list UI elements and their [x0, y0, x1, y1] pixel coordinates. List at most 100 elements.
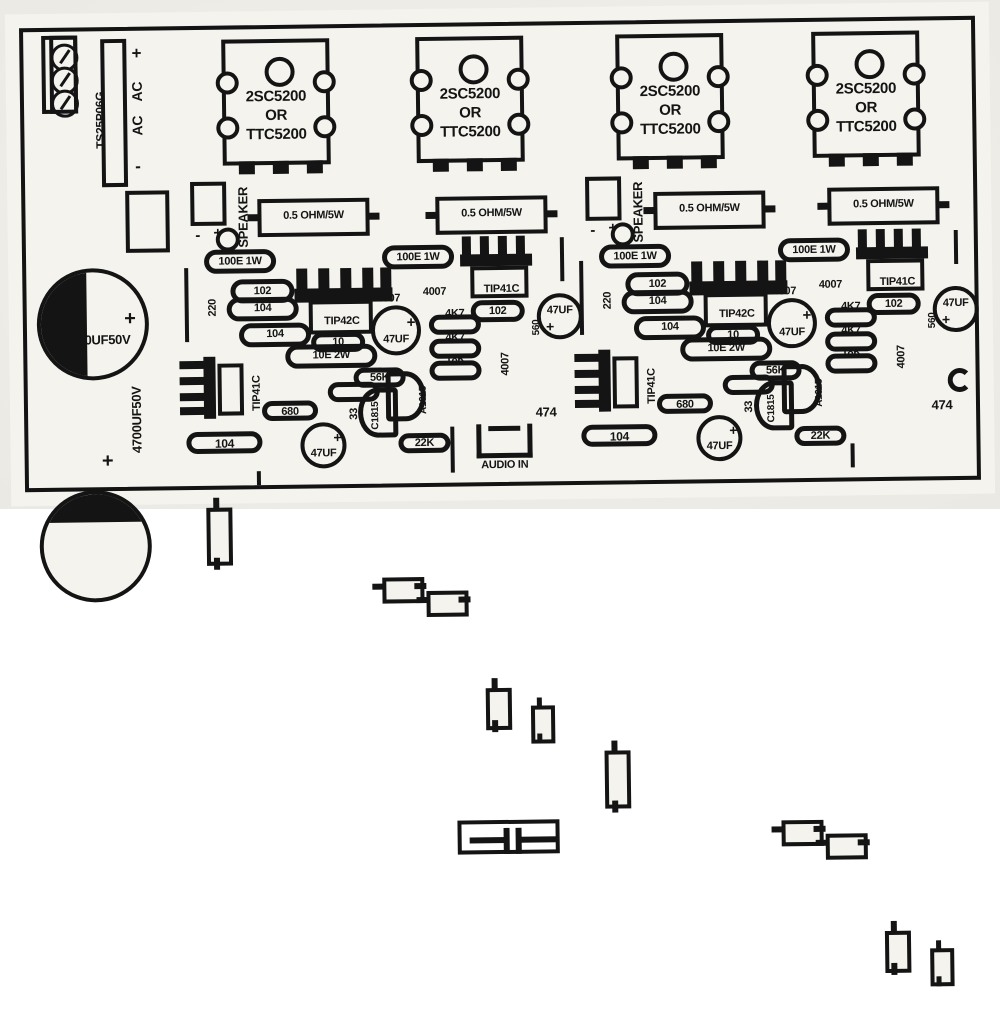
left-res-680-label: 680 — [281, 405, 299, 418]
emitter-resistor-1-lead-r — [367, 212, 380, 220]
left-power-resistor-label: 10E 2W — [312, 348, 351, 362]
left-cap-104-b-label: 104 — [266, 327, 284, 341]
right-cap-47uf-a-polarity: + — [802, 306, 812, 325]
emitter-resistor-2-label: 0.5 OHM/5W — [461, 206, 522, 220]
left-res-560-label: 560 — [530, 319, 543, 336]
terminal-outline-extra — [49, 35, 79, 114]
heatsink-right-lower — [574, 349, 612, 412]
output-transistor-3-line1: 2SC5200 — [639, 82, 701, 101]
left-diode-4007-b-label: 4007 — [422, 285, 447, 299]
left-cap-102-label: 102 — [253, 284, 272, 298]
silk-tick-bottom-left — [256, 471, 262, 486]
speaker-2-minus: - — [590, 221, 596, 239]
output-transistor-3-line3: TTC5200 — [640, 120, 701, 139]
heatsink-left-lower — [179, 356, 217, 419]
right-vertical-resistor — [601, 740, 632, 813]
emitter-resistor-1-lead-l — [247, 214, 260, 222]
speaker-1-pad — [190, 181, 227, 227]
right-power-resistor-label: 10E 2W — [707, 341, 745, 355]
left-cap-474-label: 474 — [535, 404, 557, 420]
left-cap-47uf-b-label: 47UF — [310, 447, 337, 460]
left-transistor-a1015-label: A1015 — [417, 385, 430, 415]
emitter-resistor-4-lead-l — [817, 202, 830, 210]
speaker-2-pad — [584, 176, 622, 221]
right-res-22k-label: 22K — [810, 429, 831, 442]
left-lower-driver-body — [217, 363, 245, 416]
bulk-capacitor-2-polarity: + — [101, 450, 114, 473]
right-res-560-label: 560 — [926, 312, 939, 329]
left-cap-47uf-a-polarity: + — [406, 314, 416, 332]
silk-tick-mid-right — [559, 237, 565, 282]
left-driver-pnp-label: TIP42C — [324, 314, 360, 328]
right-cap-104-a-label: 104 — [648, 294, 667, 308]
left-driver-npn-label: TIP41C — [483, 282, 520, 296]
right-diode-4007-b-label: 4007 — [818, 278, 843, 291]
rail-mark-plus: + — [131, 43, 142, 63]
emitter-resistor-2-lead-r — [545, 210, 558, 218]
right-driver-pnp-label: TIP42C — [718, 307, 755, 321]
output-transistor-2-line3: TTC5200 — [440, 122, 501, 141]
right-diode-4007-a-label: 4007 — [772, 285, 797, 298]
right-res-680-label: 680 — [676, 398, 694, 411]
bulk-capacitor-2 — [39, 489, 153, 604]
output-transistor-2-line1: 2SC5200 — [439, 84, 501, 103]
left-res-22k-label: 22K — [414, 436, 435, 450]
right-cap-47uf-b-polarity: + — [729, 421, 738, 439]
emitter-resistor-4-lead-r — [937, 201, 950, 209]
emitter-resistor-3-label: 0.5 OHM/5W — [679, 201, 740, 215]
left-res-18k-label: 18K — [445, 353, 466, 366]
left-diode-4007-a-label: 4007 — [376, 292, 401, 305]
output-transistor-1-line1: 2SC5200 — [245, 87, 307, 106]
left-cap-47uf-b-polarity: + — [333, 429, 342, 446]
rail-mark-ac-2: AC — [129, 115, 146, 136]
right-cap-104-c-label: 104 — [609, 429, 630, 444]
left-vertical-resistor — [203, 497, 234, 570]
output-transistor-2-line2: OR — [459, 104, 482, 122]
right-cap-102-label: 102 — [648, 277, 667, 291]
output-transistor-1-line2: OR — [265, 106, 288, 125]
right-cap-104-b-label: 104 — [661, 320, 679, 333]
right-res-560 — [929, 940, 955, 987]
output-transistor-4: 2SC5200 OR TTC5200 — [805, 30, 927, 167]
right-transistor-c1815-label: C1815 — [765, 394, 778, 423]
output-transistor-4-line1: 2SC5200 — [835, 79, 897, 98]
pcb-board: TS25P06G + AC AC - 4700UF50V + 4700UF50V… — [4, 1, 996, 987]
audio-in-label: AUDIO IN — [481, 458, 529, 472]
left-second-base-resistor-label: 100E 1W — [396, 250, 440, 264]
emitter-resistor-4-label: 0.5 OHM/5W — [853, 197, 914, 211]
right-res-18k-label: 18K — [841, 346, 862, 359]
left-cap-47uf-c-polarity: + — [545, 318, 554, 335]
output-transistor-1-line3: TTC5200 — [246, 125, 307, 144]
emitter-resistor-3-lead-l — [643, 206, 656, 215]
right-lower-driver-body — [612, 356, 640, 409]
right-bias-4k7-b-label: 4K7 — [841, 324, 861, 337]
left-transistor-c1815-label: C1815 — [369, 401, 382, 430]
audio-in-key — [488, 425, 521, 432]
right-diode-4007-c — [883, 920, 912, 975]
ac-rail-pad-strip — [100, 38, 129, 188]
left-cap-474 — [457, 819, 560, 855]
left-diode-4007-c-label: 4007 — [499, 352, 512, 376]
emitter-resistor-3-lead-r — [763, 205, 776, 213]
output-transistor-1: 2SC5200 OR TTC5200 — [215, 38, 337, 175]
right-diode-4007-c-label: 4007 — [895, 345, 908, 369]
left-vertical-resistor-label: 220 — [206, 298, 219, 317]
bulk-capacitor-1-label: 4700UF50V — [63, 331, 131, 348]
speaker-1-minus: - — [195, 226, 201, 244]
right-cap-47uf-b-label: 47UF — [706, 439, 733, 453]
emitter-resistor-1-label: 0.5 OHM/5W — [283, 209, 344, 222]
right-second-base-resistor-label: 100E 1W — [792, 243, 836, 257]
silk-tick-bottom-center — [450, 426, 455, 473]
left-base-resistor-label: 100E 1W — [218, 255, 262, 268]
output-transistor-4-line3: TTC5200 — [836, 117, 897, 136]
right-cap-47uf-c-polarity: + — [941, 311, 950, 328]
right-driver-npn-label: TIP41C — [879, 275, 916, 289]
mount-hole-icon — [264, 56, 295, 88]
right-diode-4007-b — [815, 831, 870, 860]
output-transistor-4-line2: OR — [855, 99, 878, 117]
left-cap-104-a-label: 104 — [253, 301, 272, 315]
right-base-resistor-label: 100E 1W — [613, 249, 657, 263]
left-cap-104-c-label: 104 — [214, 436, 235, 451]
emitter-resistor-2-lead-l — [425, 211, 438, 219]
bulk-capacitor-2-label: 4700UF50V — [128, 386, 145, 454]
